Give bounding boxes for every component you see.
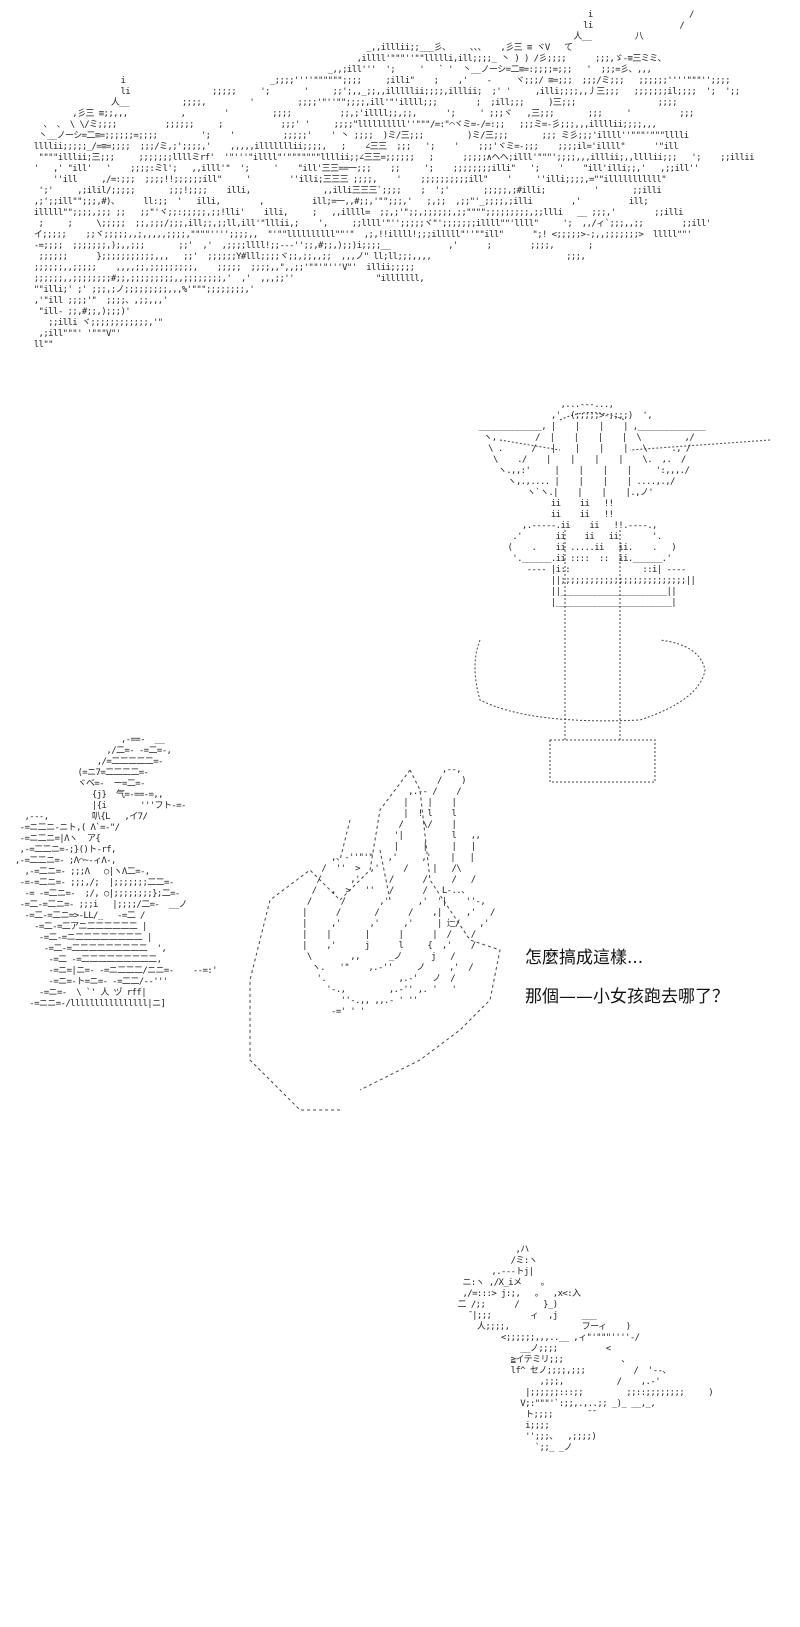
dialogue-line-1: 怎麼搞成這樣... <box>525 948 644 968</box>
fountain-ascii-art: ,...---..., ,' (;;;;;>-;;;;) ', ________… <box>478 400 706 608</box>
creature-ascii-art: ,ハ /ミ:ヽ ,.--‐トj| ニ:ヽ ,/X_iメ 。 ,/=:::> j:… <box>452 1245 714 1453</box>
cloud-ascii-art: i / li / <box>33 10 755 350</box>
dialogue-line-2: 那個——小女孩跑去哪了？ <box>525 987 729 1007</box>
character-ascii-art: ,-==- __ ,/二=- -=二=-, ,/=二二二二二=- (=ニ7=二二… <box>14 735 218 1009</box>
hand-ascii-art: ,--, / ) ,.-- / / | | | | ! l <box>302 765 495 1017</box>
dialogue-box: 怎麼搞成這樣... 那個——小女孩跑去哪了？ <box>525 948 795 1026</box>
